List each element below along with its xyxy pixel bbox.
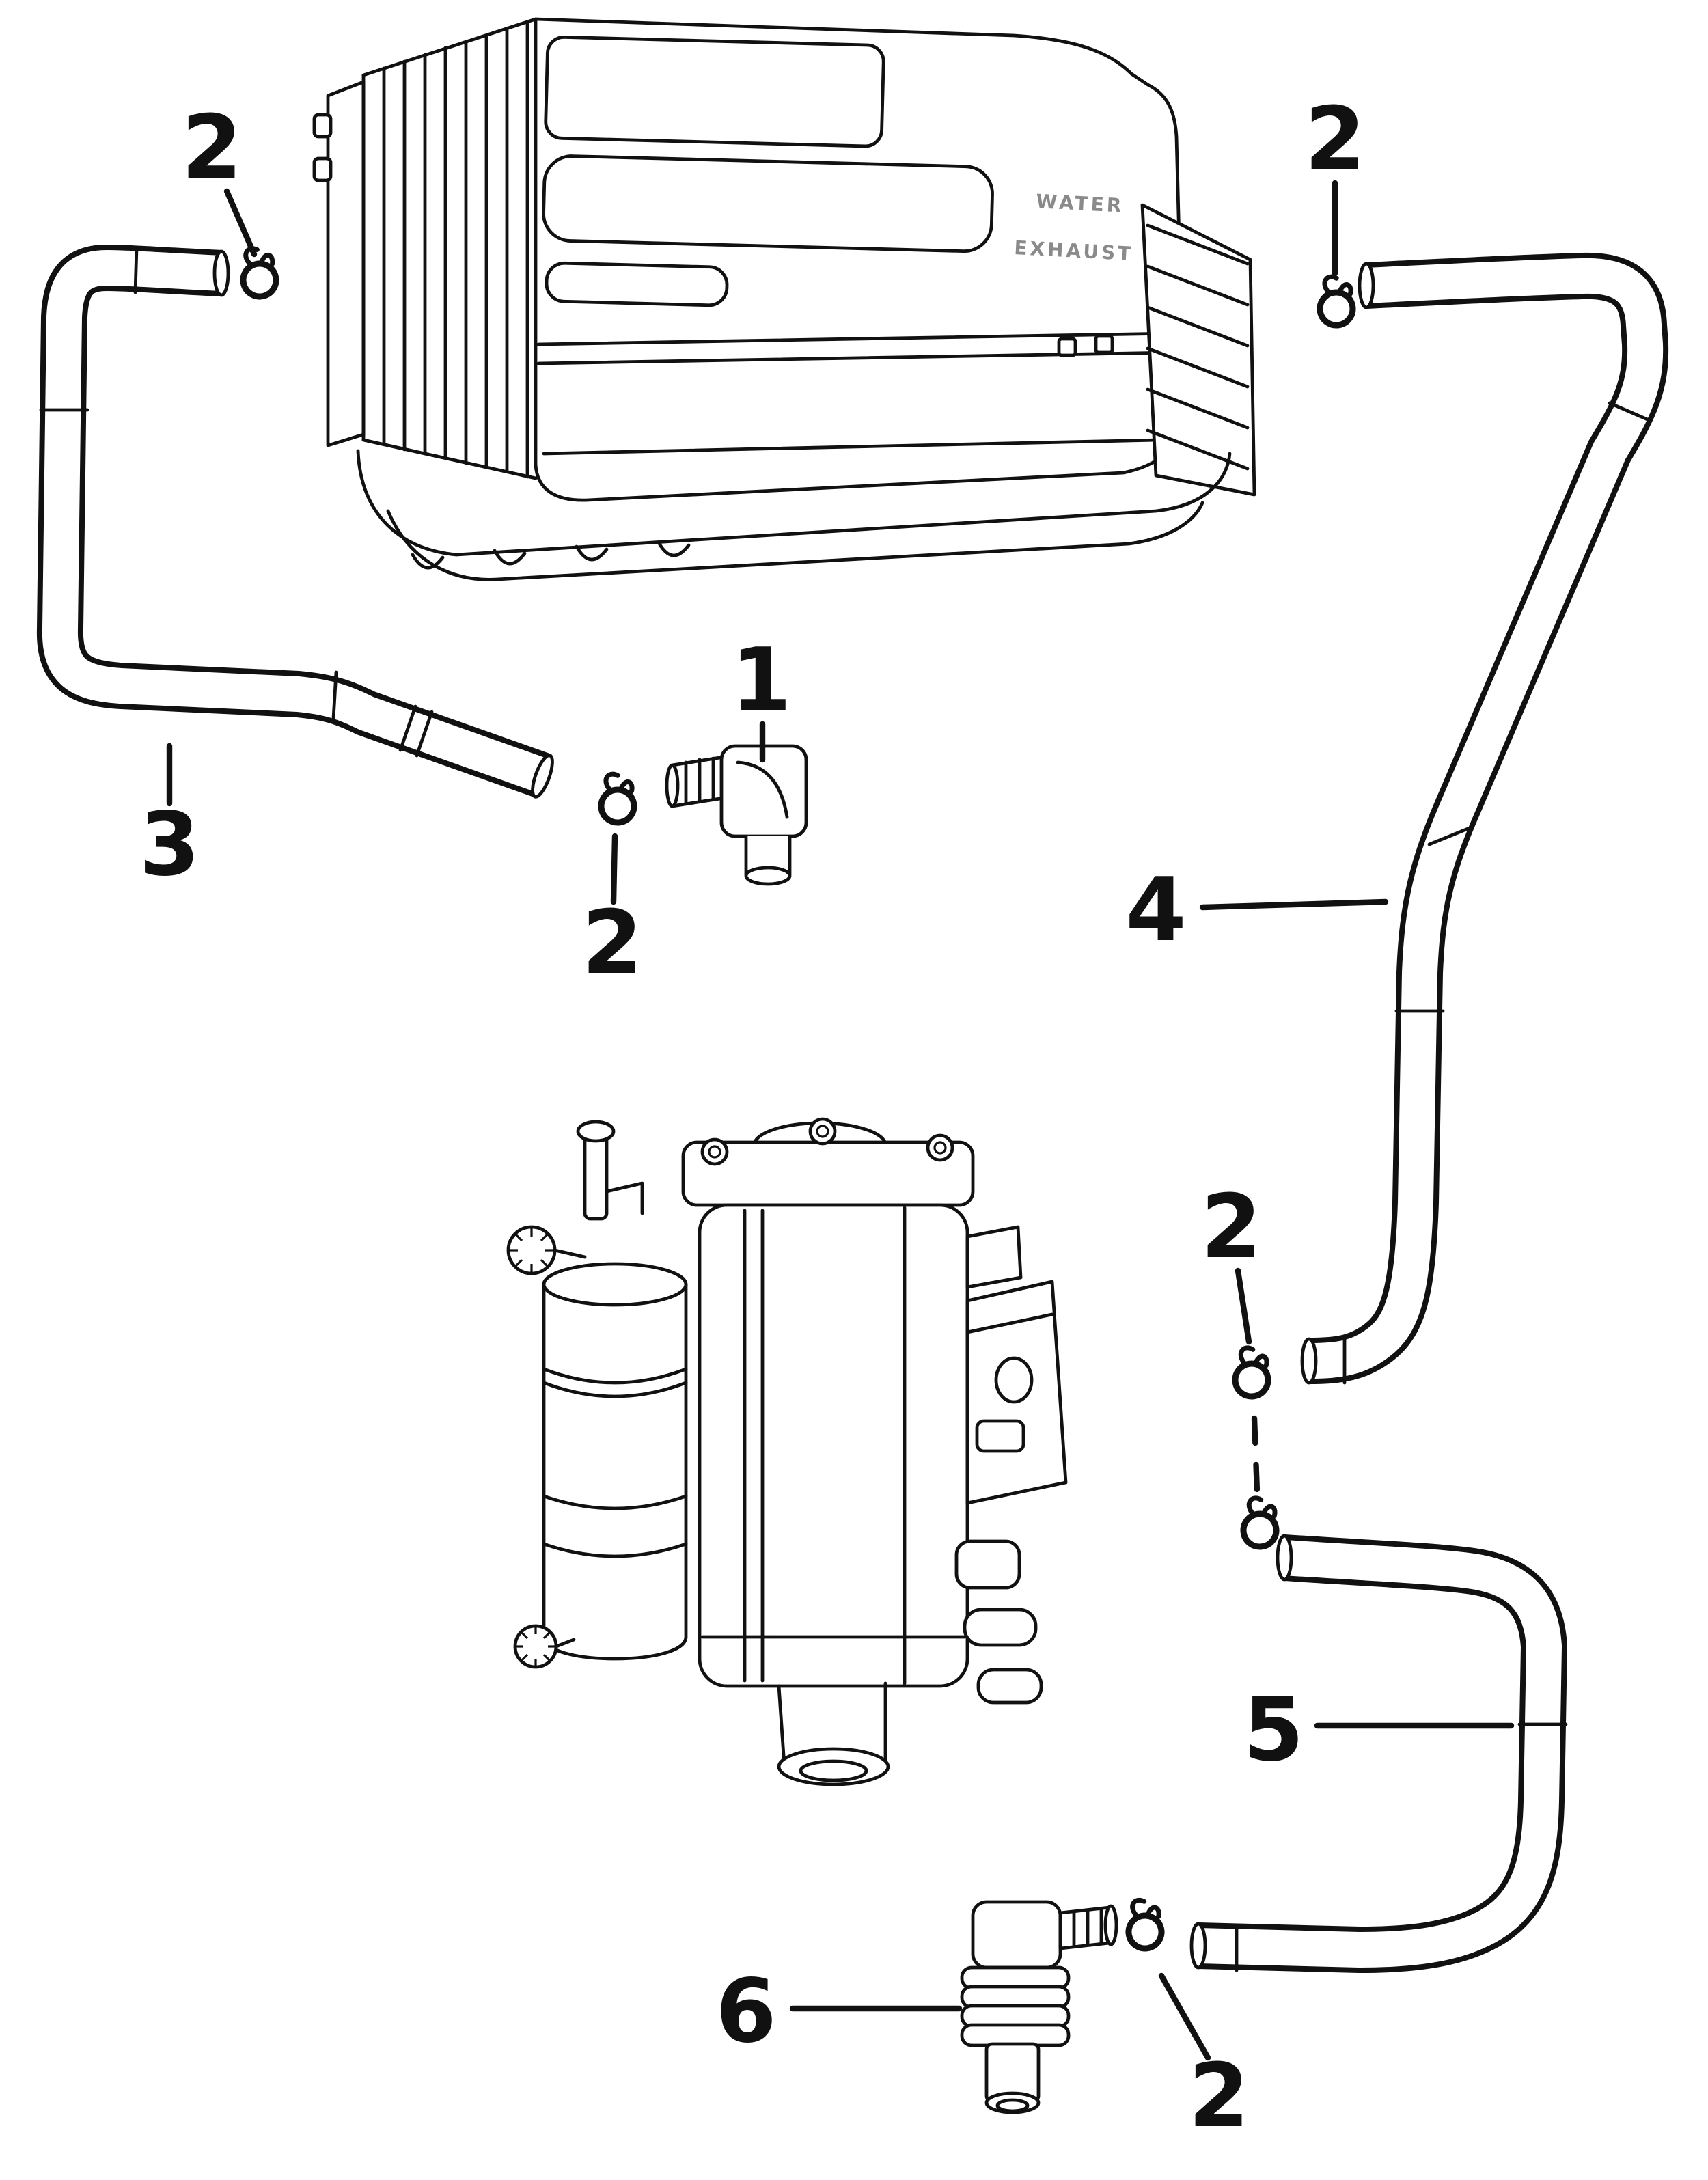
clamp-icon: [596, 771, 637, 825]
housing-water-label: WATER: [1036, 190, 1125, 217]
housing-grille: [1140, 203, 1256, 497]
fitting-1: [665, 744, 808, 886]
callout-1: 1: [730, 630, 791, 732]
fuel-pump-assembly: [506, 1117, 1068, 1786]
hose-5: [1189, 1534, 1568, 1973]
drain-plug-icon: [513, 1624, 576, 1669]
hose-clamps: [235, 244, 1356, 1951]
callout-4: 4: [1125, 859, 1186, 961]
knurled-fitting-icon: [506, 1225, 587, 1275]
fitting-6: [960, 1900, 1118, 2114]
clamp-icon: [235, 244, 280, 300]
callout-2-middle: 2: [581, 892, 642, 994]
clamp-icon: [1239, 1495, 1280, 1549]
callout-leader-lines: [166, 180, 1515, 2061]
callout-2-bottom-right: 2: [1188, 2045, 1249, 2147]
callout-labels: 2 2 3 1 2 4 2 5 6 2: [139, 89, 1365, 2147]
exhaust-housing: WATER EXHAUST: [312, 17, 1256, 581]
callout-2-top-right: 2: [1304, 89, 1365, 191]
hose-3: [36, 245, 554, 799]
callout-6: 6: [715, 1961, 776, 2062]
hose-4: [1300, 252, 1669, 1385]
callout-2-top-left: 2: [181, 97, 242, 199]
cover-bolt-icon: [700, 1117, 954, 1166]
callout-5: 5: [1243, 1679, 1304, 1781]
callout-2-right: 2: [1200, 1176, 1261, 1278]
clamp-icon: [1122, 1896, 1166, 1951]
clamp-icon: [1314, 274, 1356, 328]
callout-3: 3: [139, 794, 199, 896]
clamp-icon: [1231, 1345, 1271, 1398]
